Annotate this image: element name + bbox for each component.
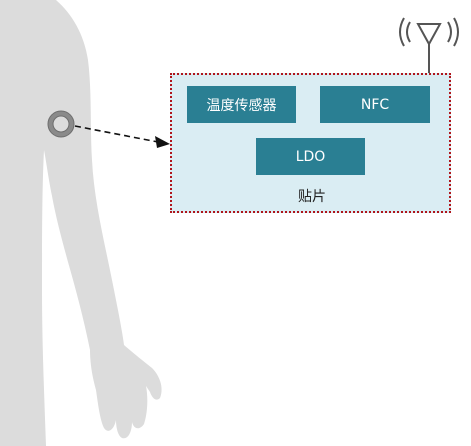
antenna-icon xyxy=(399,17,459,73)
connection-arrow xyxy=(74,125,170,148)
nfc-module: NFC xyxy=(320,86,430,123)
patch-label: 贴片 xyxy=(298,189,326,205)
human-arm-silhouette xyxy=(0,0,162,446)
ldo-module: LDO xyxy=(256,138,365,175)
temperature-sensor-module: 温度传感器 xyxy=(187,86,296,123)
nfc-label: NFC xyxy=(360,96,390,113)
sensor-ring-icon xyxy=(47,110,75,138)
temperature-sensor-label: 温度传感器 xyxy=(206,97,277,114)
ldo-label: LDO xyxy=(295,148,326,165)
